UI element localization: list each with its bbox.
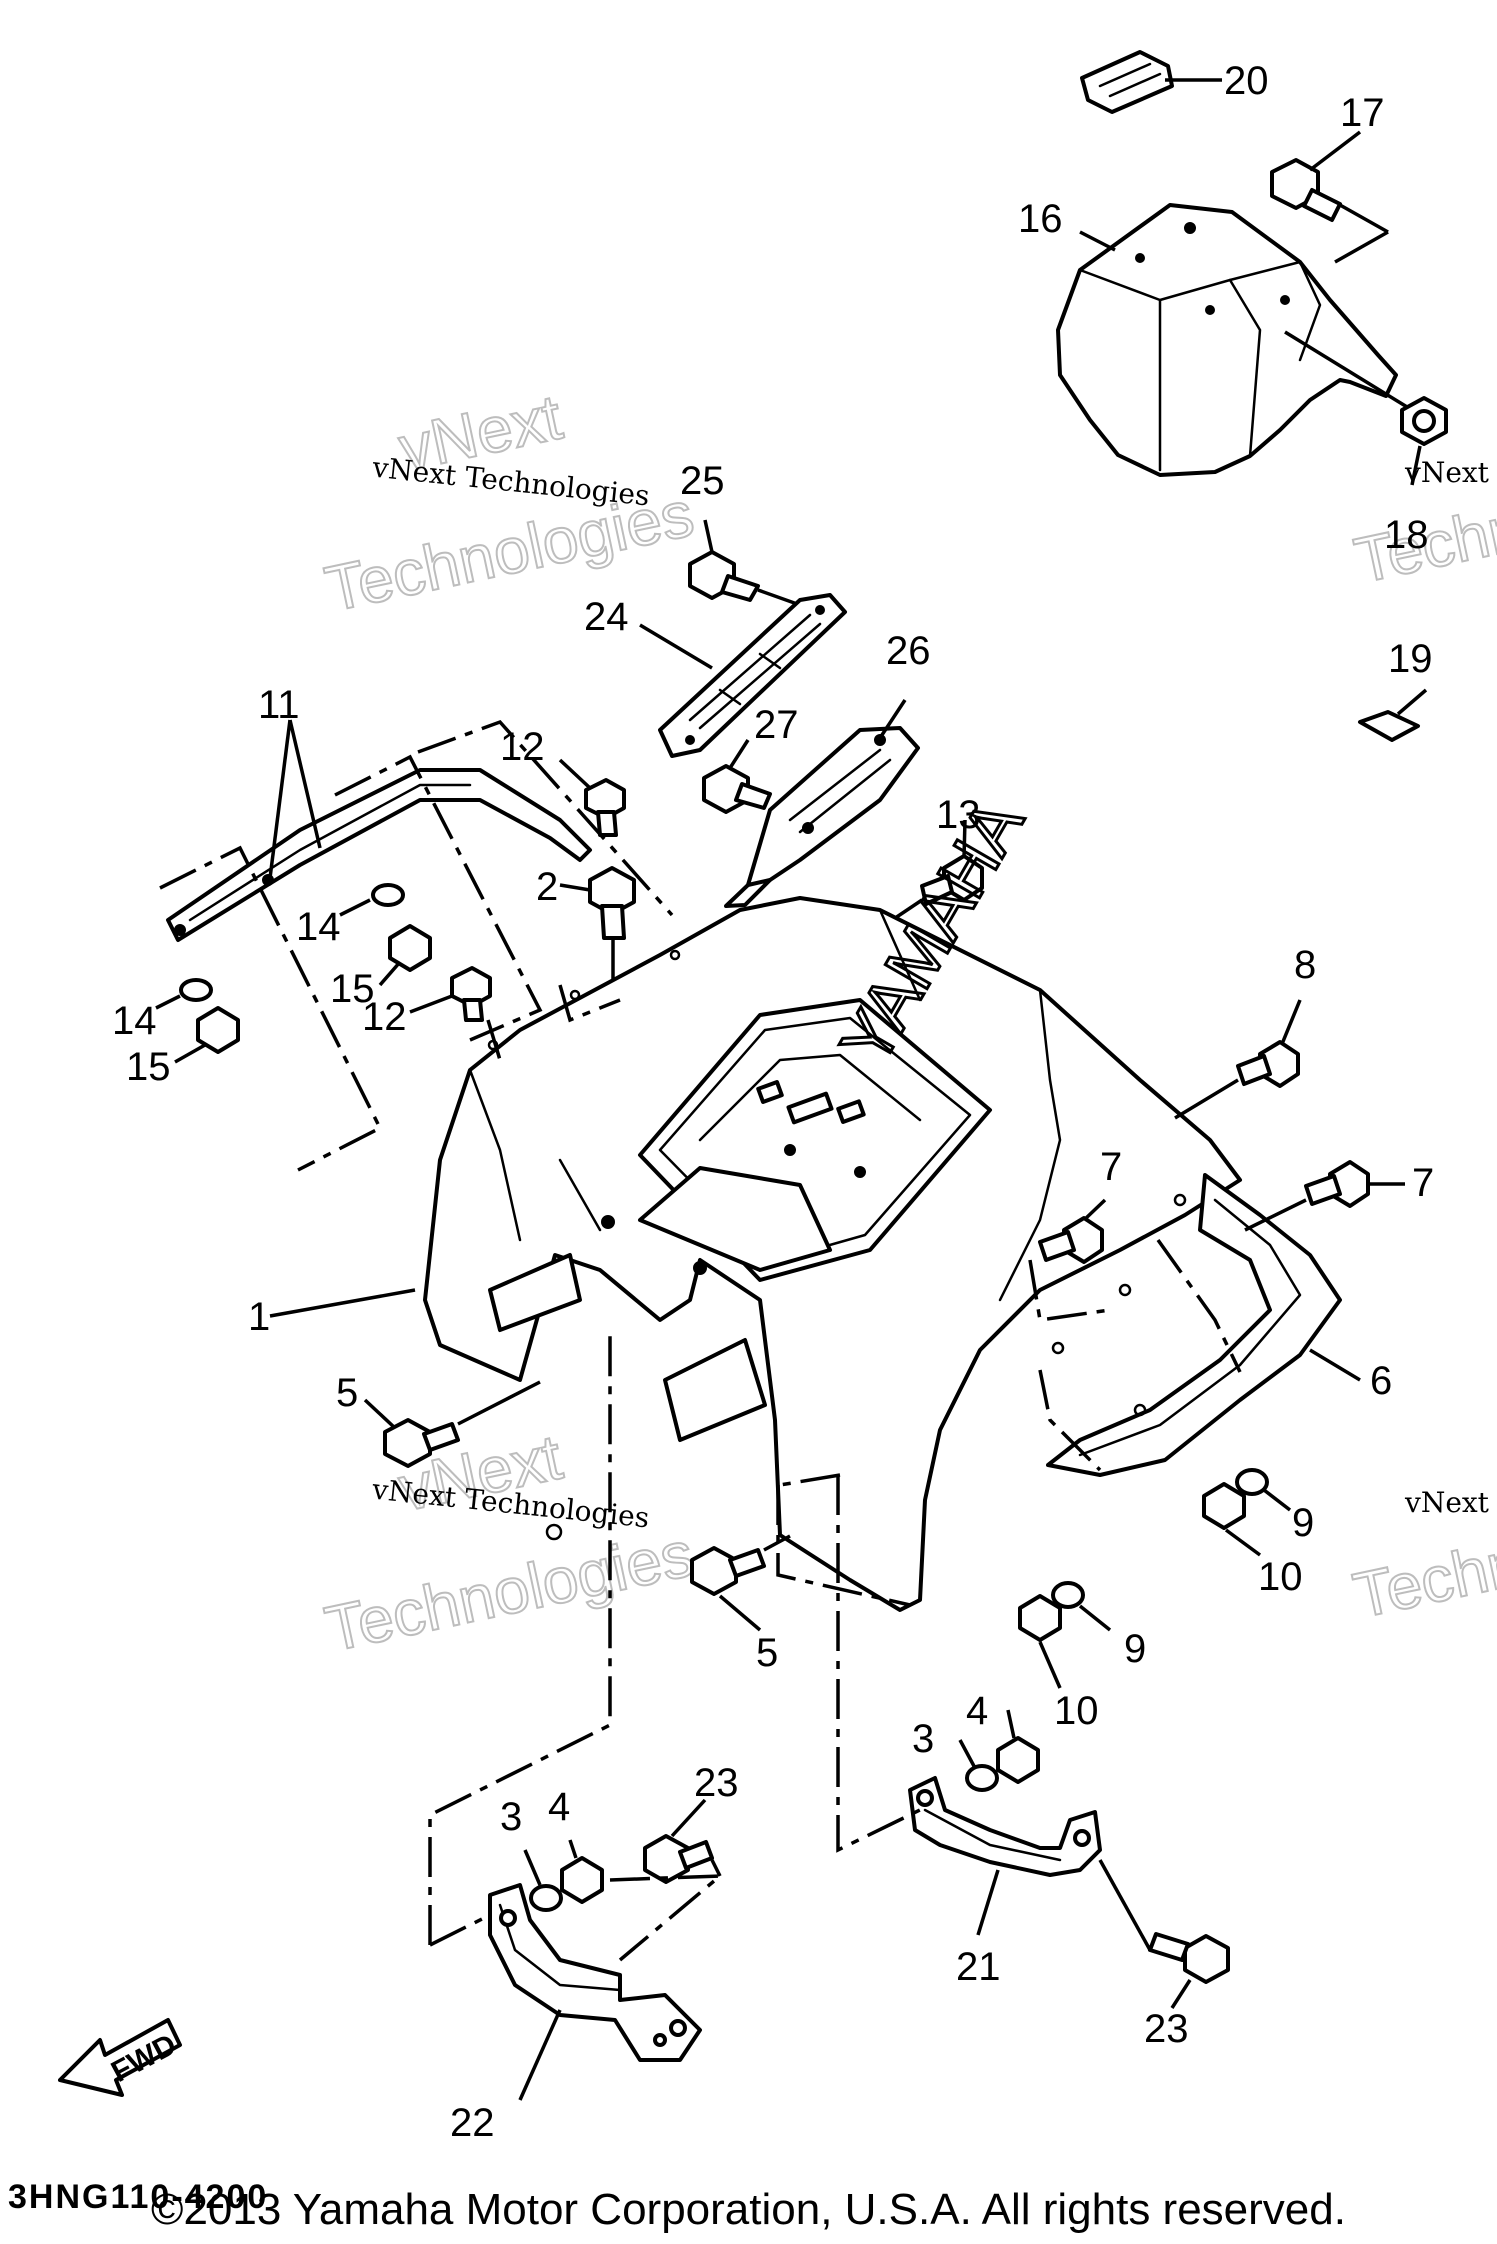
callout-7a: 7 bbox=[1412, 1161, 1434, 1205]
part-1-rear-fender bbox=[269, 896, 1242, 1612]
part-10-nut-b bbox=[1018, 1594, 1062, 1689]
callout-11: 11 bbox=[258, 683, 300, 727]
callout-1: 1 bbox=[248, 1295, 270, 1339]
callout-7b: 7 bbox=[1100, 1145, 1122, 1189]
callout-14a: 14 bbox=[296, 905, 341, 949]
fwd-arrow-icon: FWD bbox=[58, 2018, 182, 2097]
part-5-bolt-a bbox=[363, 1380, 541, 1468]
watermark-edge-small-2: vNext bbox=[1404, 1486, 1490, 1519]
callout-18: 18 bbox=[1384, 513, 1429, 557]
callout-25: 25 bbox=[680, 459, 725, 503]
part-24-plate bbox=[639, 593, 847, 758]
callout-14b: 14 bbox=[112, 999, 157, 1043]
callout-9a: 9 bbox=[1292, 1501, 1314, 1545]
callout-12b: 12 bbox=[362, 995, 407, 1039]
callout-4a: 4 bbox=[548, 1785, 570, 1829]
callout-24: 24 bbox=[584, 595, 629, 639]
callout-6: 6 bbox=[1370, 1359, 1392, 1403]
callout-2: 2 bbox=[536, 865, 558, 909]
callout-20: 20 bbox=[1224, 59, 1269, 103]
callout-5b: 5 bbox=[756, 1631, 778, 1675]
callout-3a: 3 bbox=[500, 1795, 522, 1839]
part-5-bolt-b bbox=[690, 1534, 791, 1632]
callout-12a: 12 bbox=[500, 725, 545, 769]
part-14-washer-b bbox=[155, 978, 213, 1010]
callout-21: 21 bbox=[956, 1945, 1001, 1989]
callout-17: 17 bbox=[1340, 91, 1385, 135]
callout-10a: 10 bbox=[1258, 1555, 1303, 1599]
watermark-edge-big-2: Techn bbox=[1347, 1526, 1497, 1632]
part-18-nut bbox=[1400, 396, 1448, 486]
callout-4b: 4 bbox=[966, 1689, 988, 1733]
callout-26: 26 bbox=[886, 629, 931, 673]
callout-23b: 23 bbox=[1144, 2007, 1189, 2051]
part-20-clip bbox=[1080, 50, 1222, 114]
callout-16: 16 bbox=[1018, 197, 1063, 241]
watermark-big-bottom-2: Technologies bbox=[319, 1517, 699, 1665]
callout-27: 27 bbox=[754, 703, 799, 747]
part-27-bolt bbox=[702, 739, 772, 814]
part-21-bracket bbox=[776, 1473, 1152, 1951]
part-7-bolt-a bbox=[1244, 1160, 1405, 1232]
callout-13: 13 bbox=[936, 793, 981, 837]
callout-19: 19 bbox=[1388, 637, 1433, 681]
callout-8: 8 bbox=[1294, 943, 1316, 987]
part-code-label: 3HNG110-4200 bbox=[8, 2178, 268, 2216]
callout-3b: 3 bbox=[912, 1717, 934, 1761]
callout-15b: 15 bbox=[126, 1045, 171, 1089]
part-16-bracket bbox=[1056, 203, 1413, 477]
callout-9b: 9 bbox=[1124, 1627, 1146, 1671]
callout-labels: 20 17 16 18 19 25 24 26 27 11 12 2 13 14… bbox=[112, 59, 1434, 2145]
part-15-nut-a bbox=[378, 924, 432, 987]
part-12-bolt-a bbox=[558, 758, 626, 837]
callout-23a: 23 bbox=[694, 1761, 739, 1805]
part-25-bolt bbox=[688, 519, 801, 607]
part-3-washer-a bbox=[523, 1849, 563, 1912]
part-23-bolt-b bbox=[1148, 1932, 1230, 2009]
part-15-nut-b bbox=[174, 1006, 240, 1064]
part-17-bolt bbox=[1270, 130, 1389, 234]
part-19-pad bbox=[1358, 688, 1428, 742]
copyright-notice: ©2013 Yamaha Motor Corporation, U.S.A. A… bbox=[151, 2185, 1346, 2234]
part-4-nut-b bbox=[996, 1709, 1040, 1784]
part-4-nut-a bbox=[560, 1839, 604, 1904]
callout-15a: 15 bbox=[330, 967, 375, 1011]
part-9-washer-a bbox=[1235, 1468, 1292, 1512]
part-14-washer-a bbox=[339, 883, 405, 917]
callout-5a: 5 bbox=[336, 1371, 358, 1415]
part-23-bolt-a bbox=[643, 1798, 722, 1884]
part-22-bracket bbox=[428, 1335, 726, 2101]
part-11-strip bbox=[159, 719, 674, 1172]
callout-10b: 10 bbox=[1054, 1689, 1099, 1733]
callout-22: 22 bbox=[450, 2101, 495, 2145]
part-7-bolt-b bbox=[1038, 1198, 1107, 1264]
part-26-bracket bbox=[724, 699, 920, 908]
part-12-bolt-b bbox=[409, 966, 492, 1022]
part-6-flap bbox=[1028, 1173, 1361, 1477]
part-8-bolt bbox=[1174, 999, 1302, 1120]
part-9-washer-b bbox=[1051, 1581, 1112, 1632]
part-3-washer-b bbox=[958, 1739, 999, 1792]
part-10-nut-a bbox=[1202, 1482, 1262, 1557]
